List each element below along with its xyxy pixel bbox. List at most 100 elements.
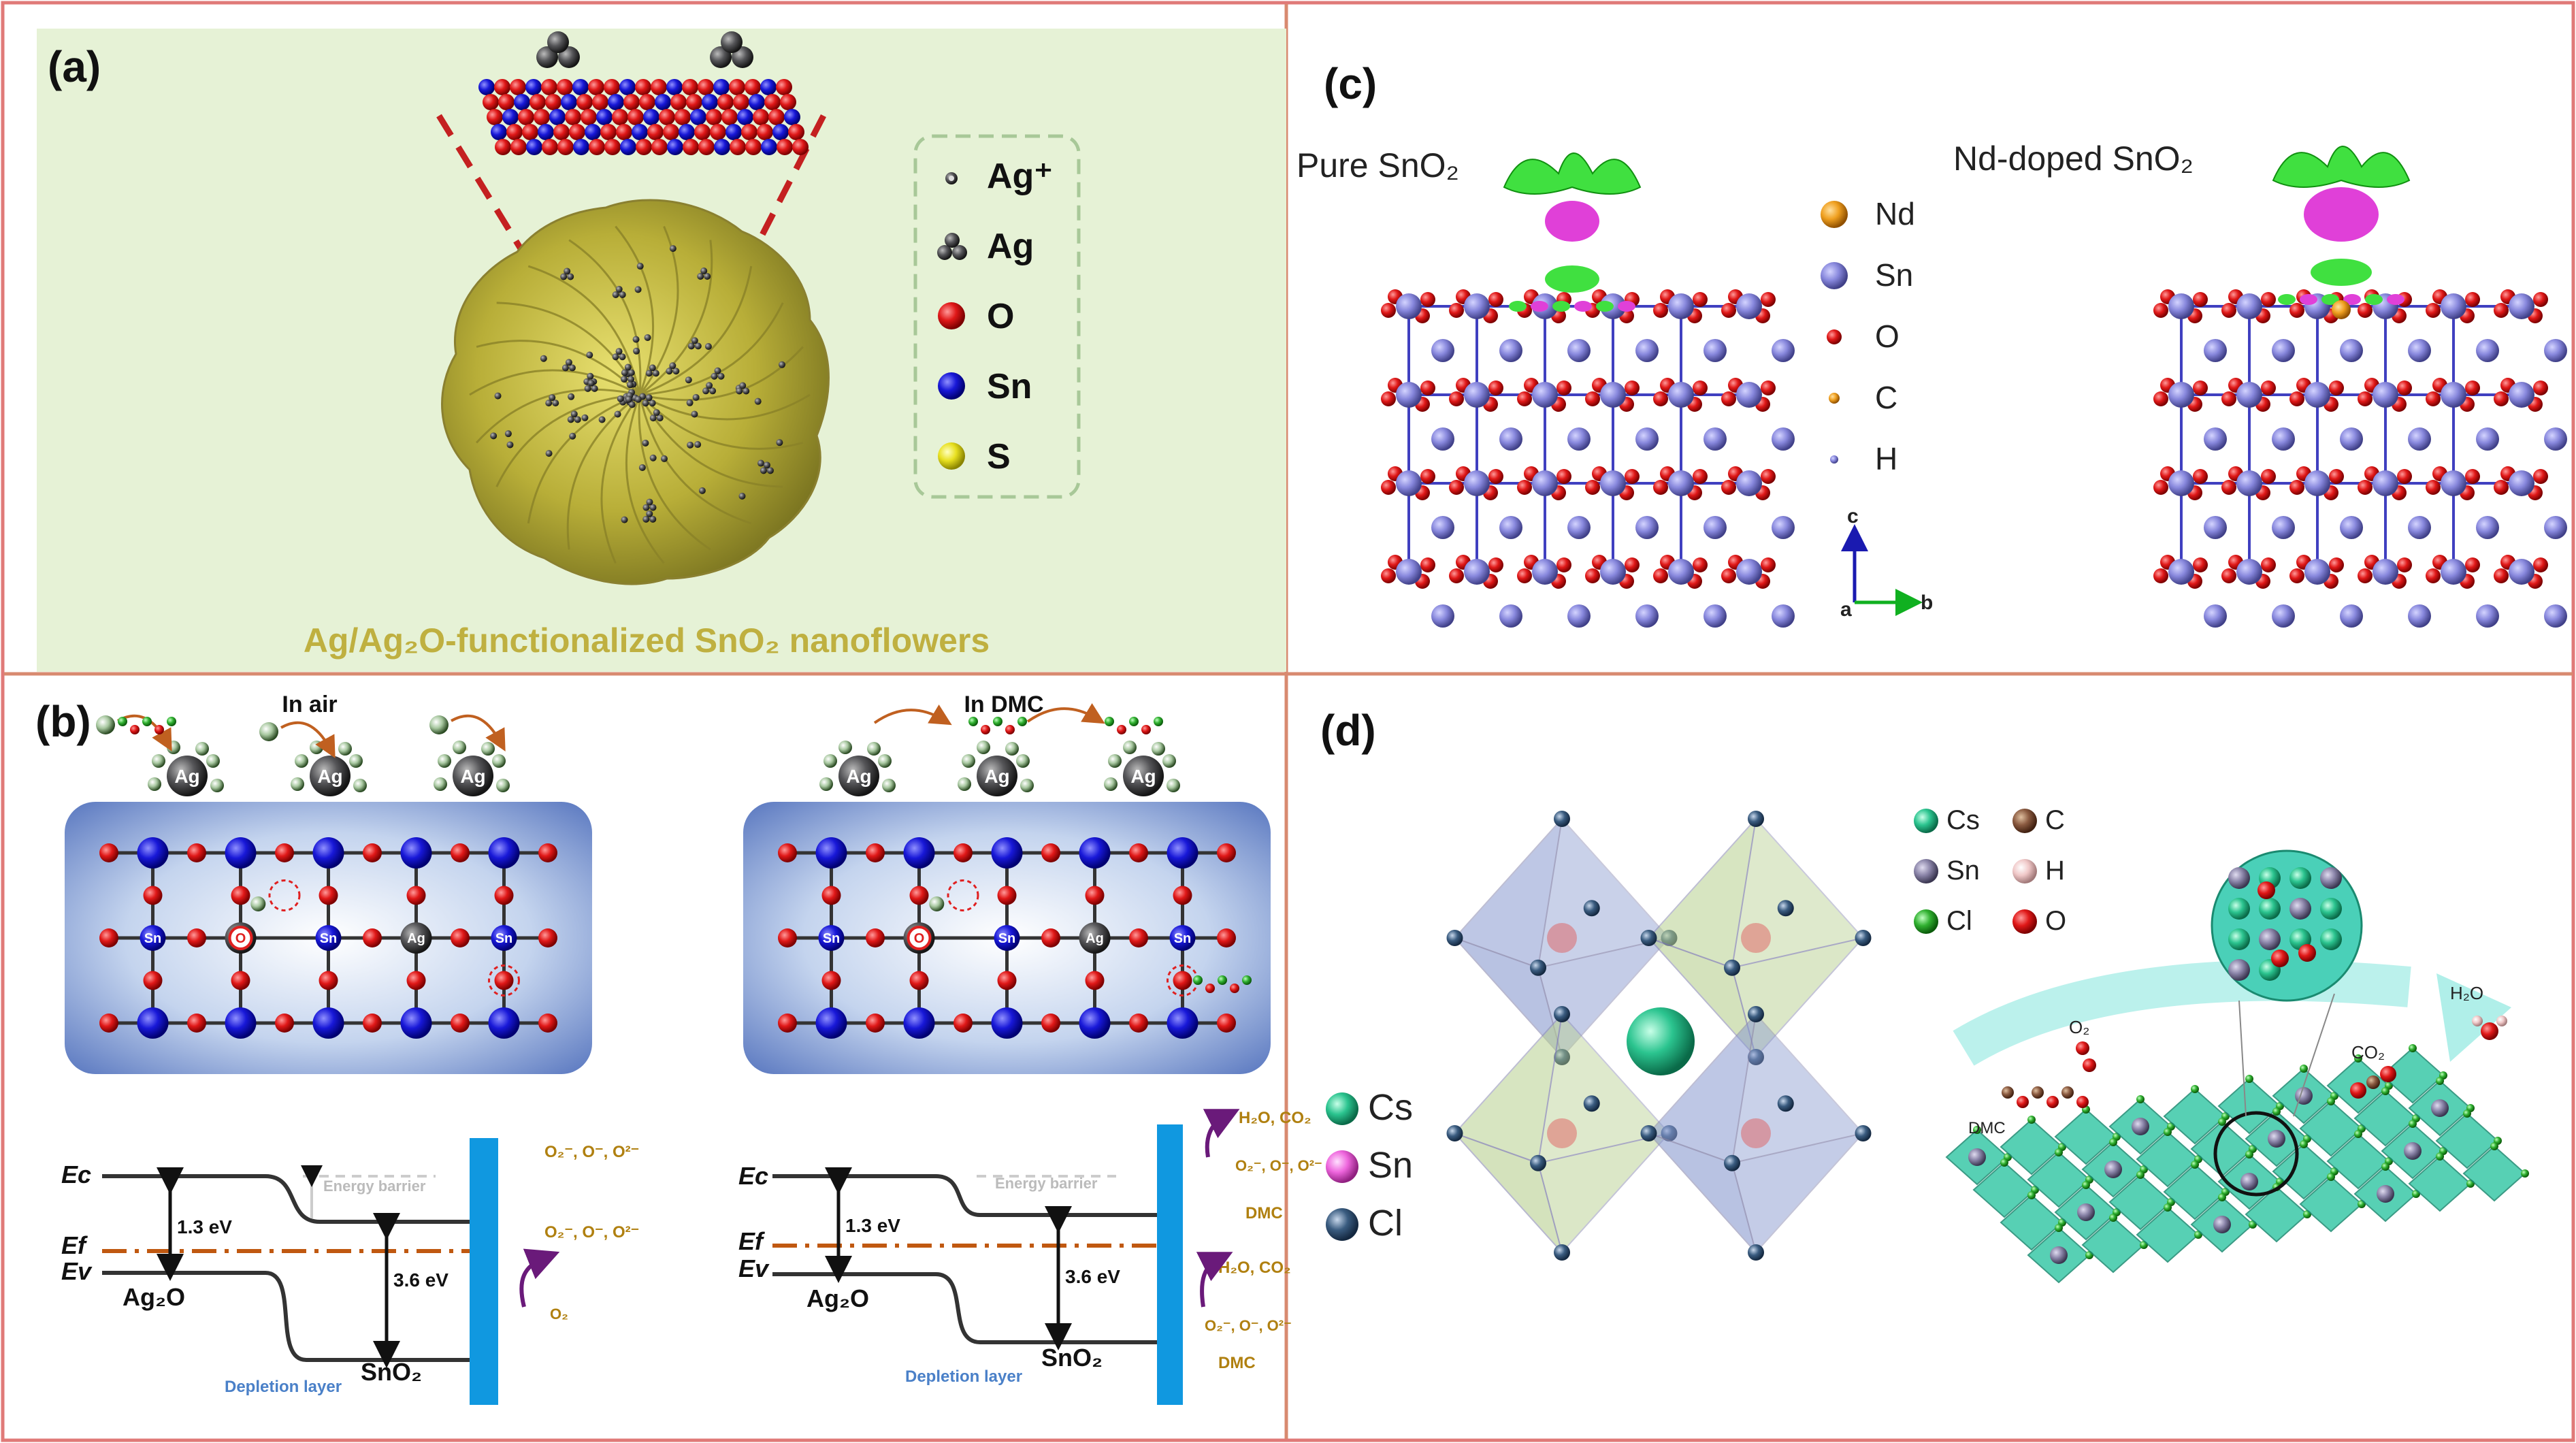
cl-atom [1855,930,1872,946]
ag-ion-dot [506,441,514,449]
right-gas-mid: DMC [1218,1354,1256,1372]
o-site [1173,886,1192,905]
legend-text: O [1875,319,1900,354]
sn-atom [1499,516,1522,539]
co2-atom [2380,1066,2396,1082]
o-atom [2494,480,2509,495]
ag-cluster-atom [694,342,702,350]
surface-sn-atom [2213,1216,2231,1233]
slab-atom [643,109,659,125]
surface-cl-atom [2300,1140,2308,1148]
cl-atom [1748,811,1764,827]
ag-cluster-atom [702,387,710,395]
right-energy-barrier: Energy barrier [995,1175,1098,1192]
density-lobe-small [1531,301,1548,312]
ag-cluster-atom [560,273,568,280]
legend-swatch [1326,1150,1358,1183]
dmc-atom [1117,725,1126,734]
o-site [1041,1014,1060,1033]
adsorbed-oxygen [349,754,363,768]
slab-atom [702,94,718,110]
ag-ion-dot [598,416,606,423]
sn-atom [2168,382,2194,408]
o-atom [1517,480,1532,495]
o-atom [1556,469,1571,484]
legend-swatch [1914,909,1938,934]
sn-atom [2272,339,2295,362]
sn-atom [1772,339,1795,362]
adsorbed-oxygen [167,741,180,754]
panel-b-label: (b) [35,697,91,746]
o-atom [2358,391,2373,406]
o-atom [2221,303,2236,318]
ag-ion-dot [494,392,502,400]
zoom-connector [2293,993,2335,1117]
ag-cluster-atom [649,415,657,422]
sn-atom [1635,427,1659,451]
surface-cl-atom [2300,1065,2308,1073]
o-atom [2289,391,2304,406]
ag-cluster-atom [656,415,664,422]
slab-atom [494,79,510,95]
cl-atom [1554,1006,1570,1022]
ag-cluster-atom [558,46,580,68]
slab-atom [749,94,765,110]
ag-ion-dot [686,399,694,406]
ag-particle [453,756,493,796]
density-lobe-green [1503,152,1642,195]
slab-atom [510,79,526,95]
ag-ion-dot [642,439,649,447]
legend-text: Cs [1946,805,1980,835]
sn-atom [1464,470,1490,496]
o-site [1173,971,1192,990]
sn-atom [1668,559,1694,585]
o-atom [2465,380,2480,395]
o-atom [2289,568,2304,583]
sn-atom [1736,293,1762,319]
o2-atom [2076,1041,2089,1055]
o-site [821,971,841,990]
sn-site [991,837,1023,869]
slab-atom [534,109,550,125]
o-atom [1653,303,1668,318]
o-atom [2426,391,2441,406]
surface-sn-atom [2377,1185,2394,1203]
o-site [187,843,206,862]
slab-atom [777,139,793,155]
sn-atom [2340,516,2363,539]
slab-atom [557,79,573,95]
petal-edge [639,302,784,396]
ag-cluster-atom [561,364,569,372]
slab-atom [690,109,706,125]
slab-atom [698,139,715,155]
right-ads-top: O₂⁻, O⁻, O²⁻ [1235,1157,1322,1174]
o-site [231,971,250,990]
perovskite-unit-cell [1446,811,1872,1261]
o-atom [1653,480,1668,495]
cl-atom [1640,930,1657,946]
slab-atom [510,139,527,155]
ag-cluster-atom [649,400,656,407]
slab-atom [768,109,785,125]
site-label: Ag [1086,931,1104,946]
adsorbed-oxygen [929,896,945,911]
legend-entry-c: C [2012,805,2065,835]
dmc-atom [2032,1086,2044,1099]
density-lobe-small [2387,294,2404,305]
o-site [953,1014,973,1033]
o-atom [2465,469,2480,484]
surface-cl-atom [2409,1044,2417,1052]
sn-site [903,1007,935,1039]
slab-atom [694,124,711,140]
left-gap-ag2o: 1.3 eV [177,1216,232,1237]
cl-atom [1748,1049,1764,1065]
legend-swatch [952,245,967,260]
sn-atom [2168,293,2194,319]
sn-atom [2304,470,2330,496]
surface-cl-atom [2436,1077,2444,1085]
surface-cl-atom [2109,1138,2117,1146]
ag-cluster-atom [717,372,725,380]
slab-atom [636,139,652,155]
